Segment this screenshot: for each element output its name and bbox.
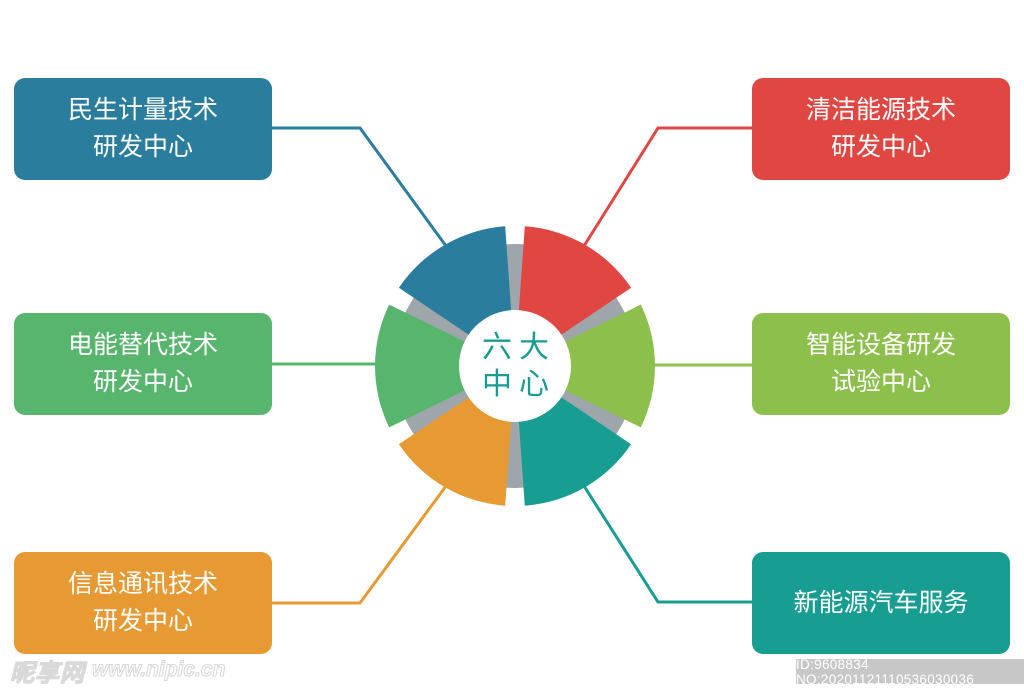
connector-bottom-left bbox=[272, 485, 448, 605]
site-watermark: 昵享网 www.nipic.cn bbox=[9, 656, 226, 687]
hub-center-circle bbox=[459, 310, 571, 422]
hub-segment-right bbox=[561, 304, 655, 428]
node-label-line: 研发中心 bbox=[830, 133, 931, 161]
node-electric-substitution-center: 电能替代技术 研发中心 bbox=[14, 313, 272, 415]
hub-segment-top-left bbox=[398, 226, 512, 337]
node-label-line: 研发中心 bbox=[92, 368, 193, 396]
node-minsheng-metrology-center: 民生计量技术 研发中心 bbox=[14, 78, 272, 180]
node-label-line: 研发中心 bbox=[92, 607, 193, 635]
hub-label-line1: 六大 bbox=[482, 331, 556, 364]
hub-label-line2: 中心 bbox=[482, 368, 556, 401]
node-label-line: 研发中心 bbox=[92, 133, 193, 161]
connector-top-left bbox=[272, 126, 448, 247]
node-smart-equipment-center: 智能设备研发 试验中心 bbox=[752, 313, 1010, 415]
node-label-line: 清洁能源技术 bbox=[805, 96, 956, 124]
connector-top-right bbox=[582, 126, 752, 247]
node-new-energy-vehicle-service: 新能源汽车服务 bbox=[752, 552, 1010, 654]
hub-segment-left bbox=[375, 304, 469, 428]
node-label-line: 信息通讯技术 bbox=[67, 570, 218, 598]
hub-wheel: 六大 中心 bbox=[375, 226, 655, 506]
node-label-line: 新能源汽车服务 bbox=[793, 588, 969, 617]
node-clean-energy-center: 清洁能源技术 研发中心 bbox=[752, 78, 1010, 180]
node-label-line: 试验中心 bbox=[830, 368, 931, 396]
connector-bottom-right bbox=[582, 485, 752, 604]
node-label-line: 智能设备研发 bbox=[805, 331, 956, 359]
watermark-logo-text: 昵享网 bbox=[9, 659, 85, 687]
hub-segment-top-right bbox=[518, 226, 632, 337]
hub-segment-bottom-right bbox=[518, 395, 632, 506]
node-info-communication-center: 信息通讯技术 研发中心 bbox=[14, 552, 272, 654]
watermark-site-url: www.nipic.cn bbox=[91, 657, 226, 681]
node-label-line: 电能替代技术 bbox=[67, 331, 218, 359]
hub-segment-bottom-left bbox=[398, 395, 512, 506]
image-id-badge: ID:9608834 NO:20201121110536030036 bbox=[796, 657, 1024, 687]
node-label-line: 民生计量技术 bbox=[67, 96, 218, 124]
